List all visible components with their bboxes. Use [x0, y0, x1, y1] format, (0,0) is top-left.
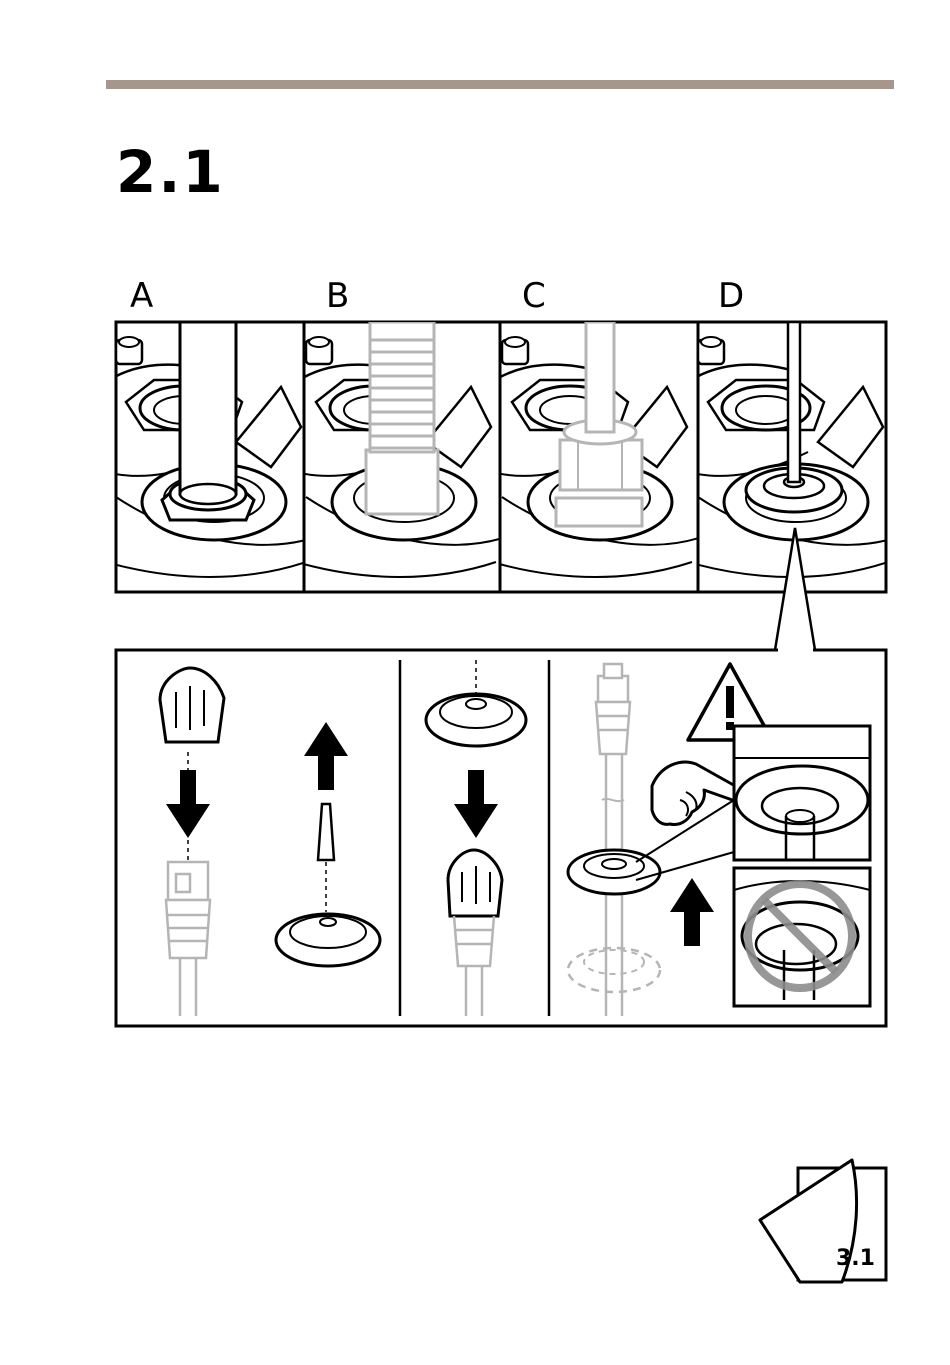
incorrect-seating-detail [734, 868, 870, 1006]
arrow-up-icon [304, 722, 348, 790]
arrow-up-icon [670, 878, 714, 946]
panel-b-conduit [296, 322, 506, 577]
arrow-down-icon [454, 770, 498, 838]
boot-onto-connector-step [160, 668, 224, 1016]
panel-a-cable-nut [106, 322, 316, 577]
callout-pointer [775, 528, 815, 650]
arrow-down-icon [166, 770, 210, 838]
panel-c-cable-gland [492, 322, 702, 577]
correct-seating-detail [734, 726, 870, 860]
grommet-onto-boot-step [426, 660, 526, 1016]
next-step-reference[interactable]: 3.1 [836, 1246, 875, 1271]
plug-removal-step [276, 722, 380, 966]
